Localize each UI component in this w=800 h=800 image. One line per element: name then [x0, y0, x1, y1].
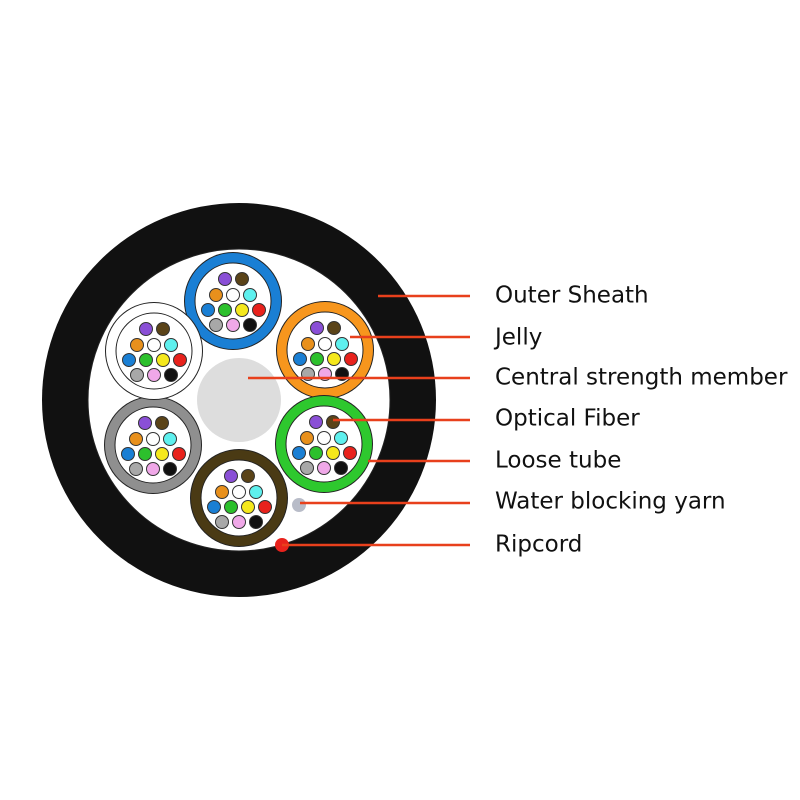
optical-fiber-violet — [139, 322, 153, 336]
optical-fiber-rose — [146, 462, 160, 476]
optical-fiber-green — [224, 500, 238, 514]
optical-fiber-red — [172, 447, 186, 461]
optical-fiber-aqua — [163, 432, 177, 446]
optical-fiber-brown — [235, 272, 249, 286]
optical-fiber-red — [258, 500, 272, 514]
optical-fiber-rose — [317, 461, 331, 475]
loose-tube-white — [105, 302, 203, 400]
optical-fiber-slate — [129, 462, 143, 476]
optical-fiber-aqua — [243, 288, 257, 302]
optical-fiber-white — [147, 338, 161, 352]
optical-fiber-rose — [226, 318, 240, 332]
optical-fiber-brown — [327, 321, 341, 335]
optical-fiber-blue — [293, 352, 307, 366]
optical-fiber-violet — [224, 469, 238, 483]
optical-fiber-green — [310, 352, 324, 366]
optical-fiber-white — [226, 288, 240, 302]
central-strength-member — [197, 358, 281, 442]
optical-fiber-black — [163, 462, 177, 476]
optical-fiber-yellow — [156, 353, 170, 367]
optical-fiber-red — [252, 303, 266, 317]
optical-fiber-yellow — [327, 352, 341, 366]
optical-fiber-black — [334, 461, 348, 475]
optical-fiber-slate — [300, 461, 314, 475]
optical-fiber-blue — [207, 500, 221, 514]
optical-fiber-orange — [301, 337, 315, 351]
optical-fiber-green — [218, 303, 232, 317]
optical-fiber-red — [173, 353, 187, 367]
optical-fiber-rose — [232, 515, 246, 529]
loose-tubes-group — [104, 252, 374, 547]
label-ripcord: Ripcord — [495, 531, 583, 558]
optical-fiber-violet — [218, 272, 232, 286]
optical-fiber-green — [139, 353, 153, 367]
loose-tube-brown — [190, 449, 288, 547]
water-blocking-yarn — [292, 498, 306, 512]
optical-fiber-yellow — [155, 447, 169, 461]
optical-fiber-white — [317, 431, 331, 445]
optical-fiber-violet — [309, 415, 323, 429]
optical-fiber-violet — [310, 321, 324, 335]
optical-fiber-blue — [122, 353, 136, 367]
optical-fiber-brown — [155, 416, 169, 430]
optical-fiber-green — [309, 446, 323, 460]
optical-fiber-yellow — [241, 500, 255, 514]
label-outer-sheath: Outer Sheath — [495, 282, 649, 309]
optical-fiber-black — [243, 318, 257, 332]
optical-fiber-brown — [156, 322, 170, 336]
optical-fiber-white — [146, 432, 160, 446]
label-water-blocking-yarn: Water blocking yarn — [495, 488, 726, 515]
label-central-strength-member: Central strength member — [495, 364, 788, 391]
loose-tube-orange — [276, 301, 374, 399]
optical-fiber-orange — [209, 288, 223, 302]
optical-fiber-rose — [147, 368, 161, 382]
optical-fiber-aqua — [334, 431, 348, 445]
leader-lines-group — [248, 294, 470, 547]
optical-fiber-white — [232, 485, 246, 499]
loose-tube-blue — [184, 252, 282, 350]
loose-tube-green — [275, 395, 373, 493]
optical-fiber-aqua — [335, 337, 349, 351]
optical-fiber-blue — [121, 447, 135, 461]
optical-fiber-orange — [130, 338, 144, 352]
optical-fiber-brown — [326, 415, 340, 429]
optical-fiber-black — [249, 515, 263, 529]
optical-fiber-brown — [241, 469, 255, 483]
optical-fiber-yellow — [235, 303, 249, 317]
optical-fiber-blue — [201, 303, 215, 317]
optical-fiber-aqua — [249, 485, 263, 499]
optical-fiber-aqua — [164, 338, 178, 352]
loose-tube-gray — [104, 396, 202, 494]
optical-fiber-red — [343, 446, 357, 460]
optical-fiber-black — [164, 368, 178, 382]
optical-fiber-red — [344, 352, 358, 366]
label-optical-fiber: Optical Fiber — [495, 405, 640, 432]
optical-fiber-green — [138, 447, 152, 461]
optical-fiber-white — [318, 337, 332, 351]
label-loose-tube: Loose tube — [495, 447, 622, 474]
label-jelly: Jelly — [495, 324, 543, 351]
optical-fiber-orange — [215, 485, 229, 499]
optical-fiber-violet — [138, 416, 152, 430]
optical-fiber-slate — [130, 368, 144, 382]
optical-fiber-slate — [209, 318, 223, 332]
optical-fiber-yellow — [326, 446, 340, 460]
optical-fiber-orange — [300, 431, 314, 445]
optical-fiber-blue — [292, 446, 306, 460]
optical-fiber-orange — [129, 432, 143, 446]
optical-fiber-slate — [215, 515, 229, 529]
